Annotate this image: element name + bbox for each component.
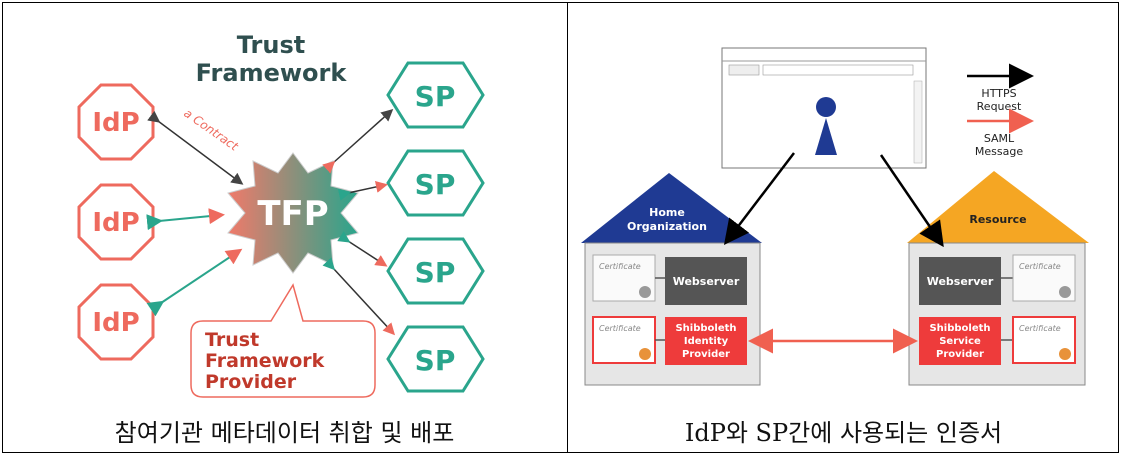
legend-saml-line2: Message <box>975 145 1023 158</box>
callout-line-3: Provider <box>205 371 297 393</box>
legend: HTTPS Request SAML Message <box>967 63 1034 158</box>
shibboleth-service-provider: Shibboleth Service Provider <box>919 317 1001 365</box>
idp-label: IdP <box>92 208 139 238</box>
resource-label: Resource <box>969 213 1026 226</box>
tfp-label: TFP <box>257 194 328 234</box>
panel-divider <box>567 2 568 453</box>
sp-node-3: SP <box>386 237 485 305</box>
tfp-sp-connector-1 <box>322 108 394 174</box>
legend-https-line1: HTTPS <box>981 87 1016 100</box>
contract-label: a Contract <box>181 106 242 154</box>
shibboleth-panel: HTTPS Request SAML Message Home Organiza… <box>569 3 1118 411</box>
sp-label: SP <box>415 344 456 377</box>
sp-label: SP <box>415 256 456 289</box>
shibboleth-certificate-diagram: HTTPS Request SAML Message Home Organiza… <box>581 47 1089 386</box>
contract-connector: a Contract <box>147 106 244 185</box>
home-certificate-signed: Certificate <box>592 316 656 364</box>
sp-line-1: Shibboleth <box>929 323 990 334</box>
tfp-hub: TFP <box>227 152 359 274</box>
certificate-label: Certificate <box>1019 324 1061 333</box>
home-webserver: Webserver <box>665 257 747 305</box>
sp-label: SP <box>415 80 456 113</box>
webserver-label: Webserver <box>927 275 994 288</box>
tfp-callout: Trust Framework Provider <box>190 283 376 398</box>
webserver-label: Webserver <box>673 275 740 288</box>
certificate-label: Certificate <box>599 324 641 333</box>
resource-certificate-gray: Certificate <box>1012 254 1076 302</box>
right-caption: IdP와 SP간에 사용되는 인증서 <box>684 419 1003 447</box>
idp-line-3: Provider <box>682 349 730 360</box>
tfp-sp-connector-2 <box>337 181 388 201</box>
tfp-sp-connector-4 <box>322 257 396 336</box>
certificate-label: Certificate <box>599 262 641 271</box>
title-line-2: Framework <box>196 59 348 87</box>
certificate-label: Certificate <box>1019 262 1061 271</box>
tfp-sp-connector-3 <box>337 231 388 267</box>
idp-label: IdP <box>92 308 139 338</box>
trust-framework-diagram: Trust Framework IdP IdP IdP SP SP SP SP … <box>77 31 485 398</box>
sp-line-3: Provider <box>936 349 984 360</box>
resource-certificate-signed: Certificate <box>1012 316 1076 364</box>
idp-label: IdP <box>92 108 139 138</box>
https-arrow-to-home-webserver <box>723 152 795 245</box>
idp-tfp-connector-2 <box>146 208 225 231</box>
home-label-line1: Home <box>649 206 685 219</box>
idp-line-2: Identity <box>684 336 729 347</box>
https-arrow-to-resource-webserver <box>879 154 944 248</box>
callout-line-2: Framework <box>205 350 325 372</box>
idp-node-2: IdP <box>77 183 155 261</box>
resource-webserver: Webserver <box>919 257 1001 305</box>
shibboleth-identity-provider: Shibboleth Identity Provider <box>665 317 747 365</box>
sp-line-2: Service <box>939 336 981 347</box>
sp-node-4: SP <box>386 325 485 393</box>
callout-line-1: Trust <box>205 329 259 351</box>
sp-label: SP <box>415 168 456 201</box>
legend-https-line2: Request <box>977 100 1022 113</box>
idp-tfp-connector-3 <box>146 248 243 317</box>
title-line-1: Trust <box>237 31 305 59</box>
home-label-line2: Organization <box>627 220 707 233</box>
left-caption: 참여기관 메타데이터 취합 및 배포 <box>114 419 455 447</box>
sp-node-2: SP <box>386 149 485 217</box>
user-icon <box>815 97 837 155</box>
home-certificate-gray: Certificate <box>592 254 656 302</box>
legend-saml-line1: SAML <box>984 132 1015 145</box>
idp-node-1: IdP <box>77 83 155 161</box>
trust-framework-panel: Trust Framework IdP IdP IdP SP SP SP SP … <box>3 3 566 411</box>
sp-node-1: SP <box>386 61 485 129</box>
idp-node-3: IdP <box>77 283 155 361</box>
idp-line-1: Shibboleth <box>675 323 736 334</box>
